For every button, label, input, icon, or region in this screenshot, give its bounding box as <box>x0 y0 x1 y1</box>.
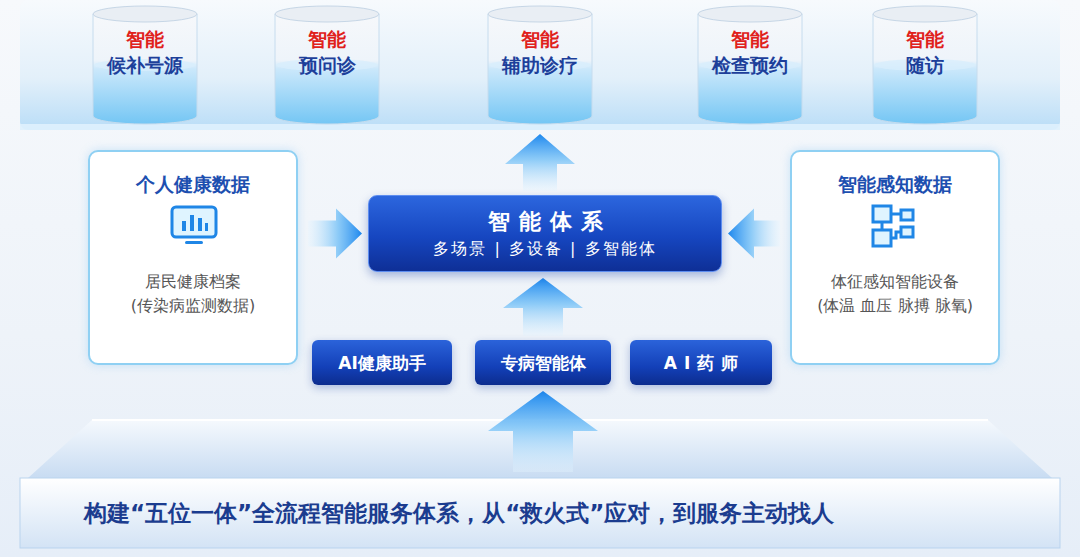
flow-arrow <box>308 209 362 259</box>
agent-box: AI药师 <box>630 340 772 385</box>
flow-arrow <box>505 134 575 191</box>
cylinder-body <box>698 14 802 124</box>
cylinder-body <box>93 14 197 124</box>
node-heading: AI健康助手 <box>338 351 425 375</box>
agent-box: AI健康助手 <box>312 340 452 385</box>
service-tile: 智能检查预约 <box>698 6 802 124</box>
core-system-box: 智能体系多场景 | 多设备 | 多智能体 <box>368 195 722 272</box>
service-tile: 智能随访 <box>873 6 977 124</box>
data-panel: 个人健康数据居民健康档案 (传染病监测数据) <box>88 150 298 365</box>
cylinder-body <box>873 14 977 124</box>
node-body: 体征感知智能设备 (体温 血压 脉搏 脉氧) <box>813 270 978 318</box>
monitor-icon <box>169 204 219 248</box>
cylinder-top <box>873 6 977 22</box>
node-heading: 智能体系 <box>479 207 612 237</box>
node-body: 候补号源 <box>107 52 183 78</box>
slogan-band: 构建“五位一体”全流程智能服务体系，从“救火式”应对，到服务主动找人 <box>20 478 1060 548</box>
cylinder-body <box>275 14 379 124</box>
base-plane <box>28 420 1052 478</box>
flow-arrow <box>728 209 780 259</box>
cylinder-top <box>275 6 379 22</box>
node-body: 随访 <box>906 52 944 78</box>
node-heading: 智能 <box>731 26 769 52</box>
node-body: 多场景 | 多设备 | 多智能体 <box>433 237 656 261</box>
service-tile: 智能候补号源 <box>93 6 197 124</box>
data-panel: 智能感知数据体征感知智能设备 (体温 血压 脉搏 脉氧) <box>790 150 1000 365</box>
top-band <box>20 0 1060 130</box>
node-heading: 智能 <box>906 26 944 52</box>
top-band-glow <box>20 124 1060 130</box>
node-heading: 智能 <box>521 26 559 52</box>
node-heading: 智能感知数据 <box>838 170 952 198</box>
cylinder-top <box>698 6 802 22</box>
node-body: 检查预约 <box>712 52 788 78</box>
service-tile: 智能预问诊 <box>275 6 379 124</box>
agent-box: 专病智能体 <box>475 340 611 385</box>
node-body: 居民健康档案 (传染病监测数据) <box>111 270 276 318</box>
base-plane-edge <box>92 419 988 421</box>
flow-arrow <box>488 391 598 472</box>
cylinder-top <box>488 6 592 22</box>
node-heading: 个人健康数据 <box>136 170 250 198</box>
node-heading: 构建“五位一体”全流程智能服务体系，从“救火式”应对，到服务主动找人 <box>84 498 834 528</box>
cylinder-body <box>488 14 592 124</box>
node-heading: 智能 <box>308 26 346 52</box>
node-heading: AI药师 <box>657 351 745 375</box>
network-icon <box>870 203 920 249</box>
node-body: 辅助诊疗 <box>502 52 578 78</box>
node-heading: 专病智能体 <box>501 351 586 375</box>
node-heading: 智能 <box>126 26 164 52</box>
service-tile: 智能辅助诊疗 <box>488 6 592 124</box>
base-strip <box>20 478 1060 548</box>
cylinder-top <box>93 6 197 22</box>
node-body: 预问诊 <box>299 52 356 78</box>
flow-arrow <box>503 278 583 336</box>
